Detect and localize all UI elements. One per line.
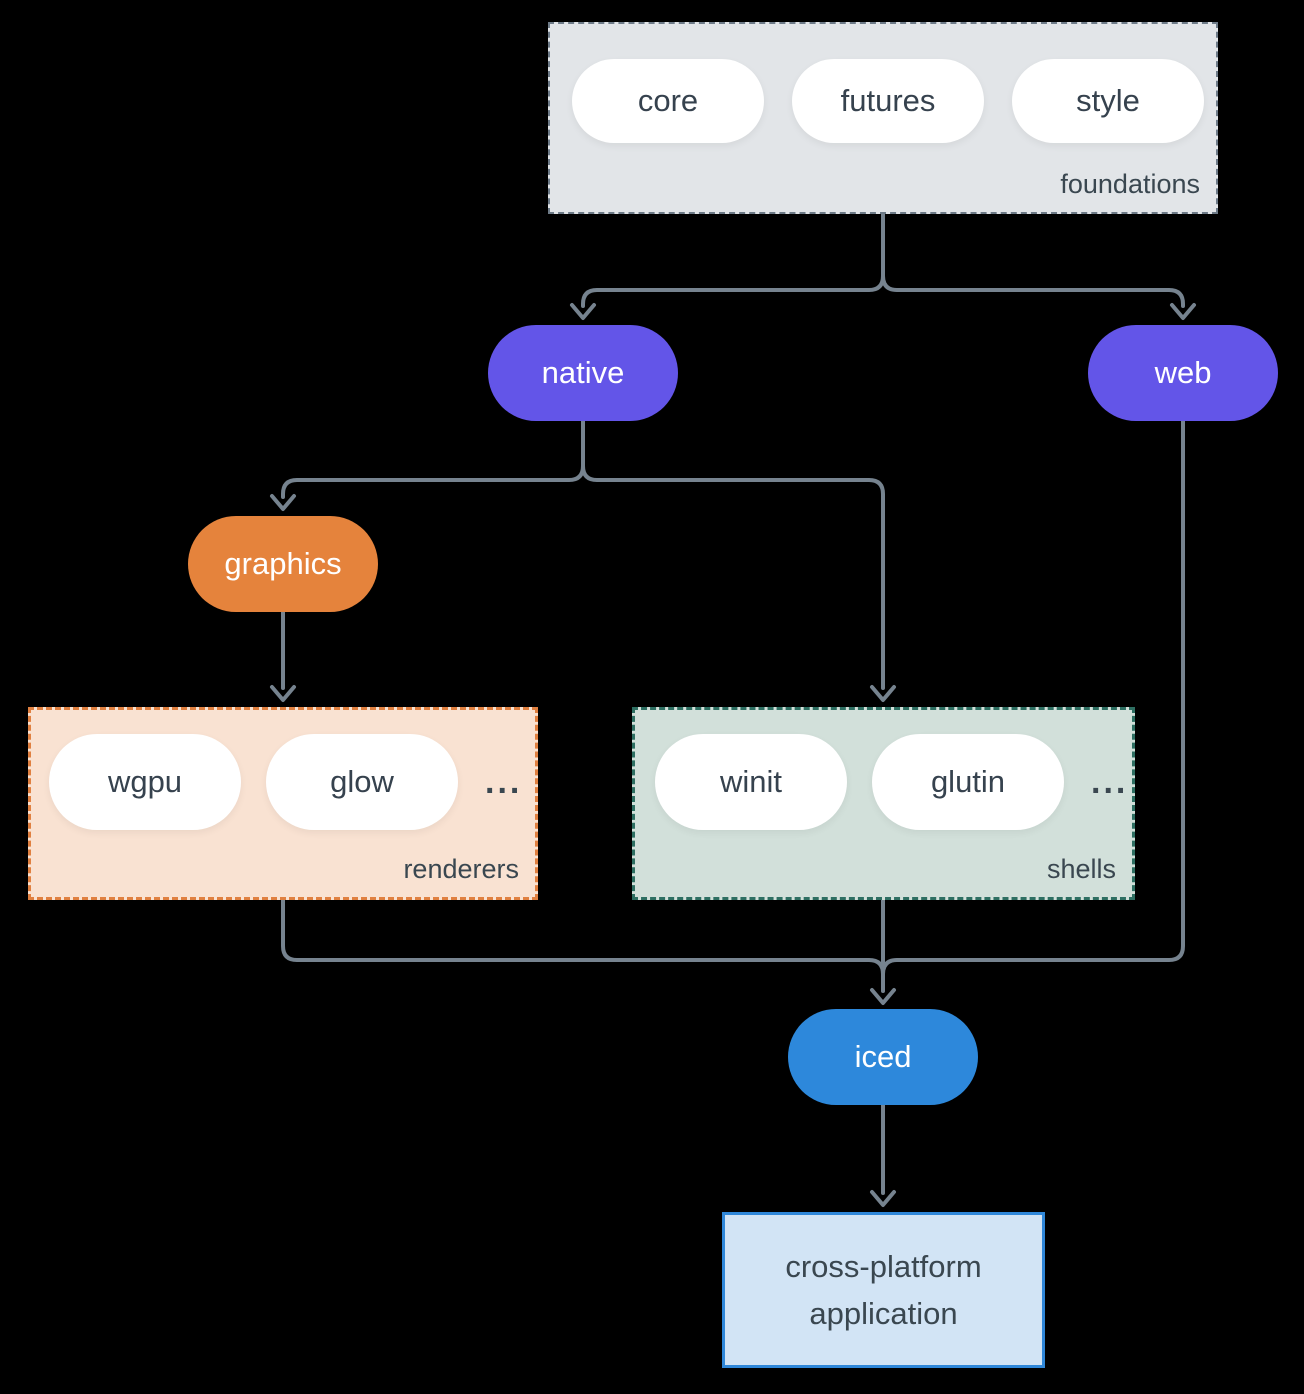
- group-renderers: wgpu glow ... renderers: [28, 707, 538, 900]
- node-native-label: native: [541, 355, 625, 390]
- connector-native-shells: [581, 464, 885, 690]
- pill-futures-label: futures: [840, 83, 936, 118]
- connector-foundations-native: [581, 274, 885, 308]
- renderers-pill-row: wgpu glow ...: [31, 710, 535, 830]
- node-application-line2: application: [809, 1296, 958, 1331]
- group-foundations: core futures style foundations: [548, 22, 1218, 214]
- arrowhead-native: [570, 303, 596, 320]
- node-web: web: [1088, 325, 1278, 421]
- pill-glutin: glutin: [872, 734, 1064, 830]
- node-graphics: graphics: [188, 516, 378, 612]
- node-native: native: [488, 325, 678, 421]
- pill-style-label: style: [1076, 83, 1140, 118]
- node-graphics-label: graphics: [224, 546, 342, 581]
- node-iced-label: iced: [854, 1039, 912, 1074]
- pill-futures: futures: [792, 59, 984, 143]
- pill-style: style: [1012, 59, 1204, 143]
- pill-wgpu-label: wgpu: [107, 764, 183, 799]
- renderers-ellipsis: ...: [485, 762, 523, 801]
- node-iced: iced: [788, 1009, 978, 1105]
- connector-renderers-iced: [281, 898, 885, 976]
- pill-glutin-label: glutin: [930, 764, 1006, 799]
- renderers-group-label: renderers: [403, 854, 519, 884]
- arrowhead-application: [870, 1190, 896, 1207]
- pill-wgpu: wgpu: [49, 734, 241, 830]
- node-application: cross-platform application: [722, 1212, 1045, 1368]
- pill-winit-label: winit: [719, 764, 782, 799]
- connector-foundations-web: [881, 274, 1185, 308]
- arrowhead-renderers: [270, 685, 296, 702]
- pill-glow: glow: [266, 734, 458, 830]
- shells-group-label: shells: [1046, 854, 1116, 884]
- arrowhead-shells: [870, 685, 896, 702]
- pill-core: core: [572, 59, 764, 143]
- foundations-group-label: foundations: [1060, 169, 1200, 199]
- node-web-label: web: [1154, 355, 1212, 390]
- arrowhead-graphics: [270, 494, 296, 511]
- pill-winit: winit: [655, 734, 847, 830]
- group-shells: winit glutin ... shells: [632, 707, 1135, 900]
- shells-ellipsis: ...: [1091, 762, 1129, 801]
- shells-pill-row: winit glutin ...: [635, 710, 1132, 830]
- foundations-pill-row: core futures style: [550, 24, 1216, 143]
- arrowhead-web: [1170, 303, 1196, 320]
- arrowhead-iced: [870, 988, 896, 1005]
- connector-native-graphics: [281, 464, 585, 499]
- node-application-line1: cross-platform: [785, 1249, 982, 1284]
- pill-core-label: core: [637, 83, 699, 118]
- pill-glow-label: glow: [330, 764, 394, 799]
